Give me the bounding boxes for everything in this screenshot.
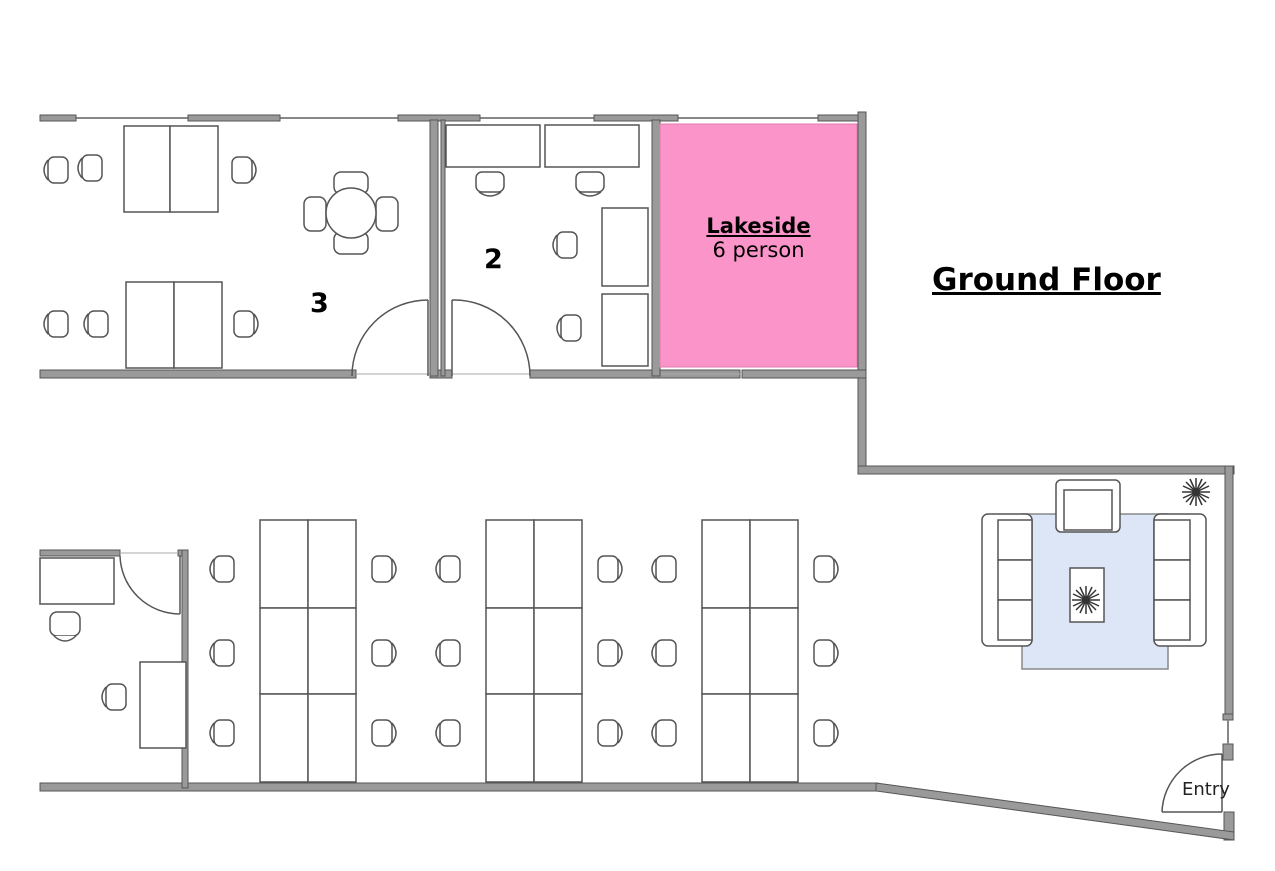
entry-label: Entry: [1182, 779, 1230, 800]
floor-title: Ground Floor: [932, 262, 1161, 298]
plant-icon: [1071, 585, 1101, 615]
walls: [39, 111, 1235, 841]
lakeside-name: Lakeside: [706, 214, 811, 238]
room-2-label: 2: [484, 244, 503, 275]
lakeside-room-label-group[interactable]: Lakeside 6 person: [660, 214, 857, 262]
lakeside-capacity: 6 person: [712, 238, 805, 262]
doors: [119, 299, 1223, 813]
office-furniture: [39, 557, 187, 749]
plant-icon: [1181, 477, 1211, 507]
room-2-furniture: [445, 124, 649, 367]
desk-banks: [259, 519, 799, 783]
room-3-label: 3: [310, 288, 329, 319]
lounge: [981, 479, 1207, 670]
lakeside-room[interactable]: [659, 123, 858, 368]
room-3-furniture: [123, 125, 399, 369]
